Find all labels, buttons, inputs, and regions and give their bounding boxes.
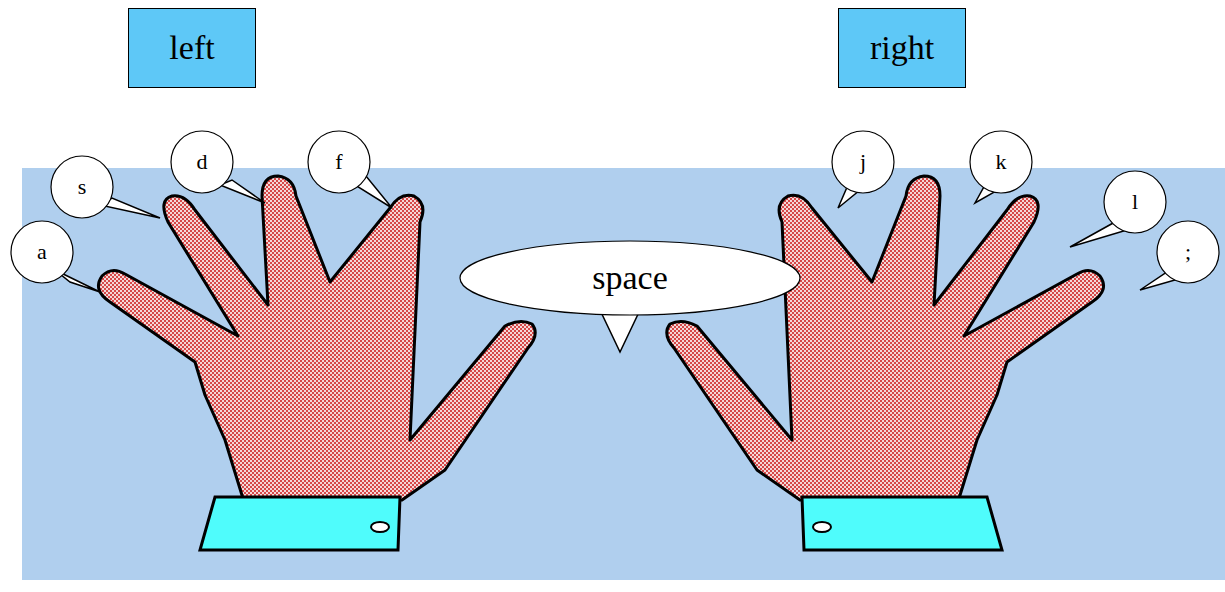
key-label: right	[870, 29, 934, 66]
hand-label-box: left	[128, 8, 256, 88]
key-label: a	[37, 240, 47, 264]
space-callout: space	[459, 240, 801, 316]
left-hand	[98, 176, 535, 550]
key-callout: a	[10, 220, 74, 284]
callout-tails	[55, 176, 1182, 352]
key-callout: d	[170, 130, 234, 194]
right-hand	[667, 176, 1104, 550]
key-callout: ;	[1156, 220, 1220, 284]
key-label: ;	[1185, 240, 1191, 264]
hand-label-box: right	[838, 8, 966, 88]
key-callout: k	[969, 130, 1033, 194]
key-callout: l	[1103, 170, 1167, 234]
key-label: f	[335, 150, 342, 174]
key-callout: f	[307, 130, 371, 194]
key-label: d	[197, 150, 208, 174]
key-label: l	[1132, 190, 1138, 214]
desk-ground	[22, 168, 1225, 580]
key-label: space	[592, 259, 668, 296]
key-label: left	[169, 29, 214, 66]
key-callout: j	[831, 130, 895, 194]
key-label: j	[860, 150, 866, 174]
callout-tail	[600, 310, 640, 352]
callout-tail	[220, 180, 265, 203]
key-callout: s	[50, 155, 114, 219]
key-label: k	[996, 150, 1007, 174]
key-label: s	[78, 175, 87, 199]
